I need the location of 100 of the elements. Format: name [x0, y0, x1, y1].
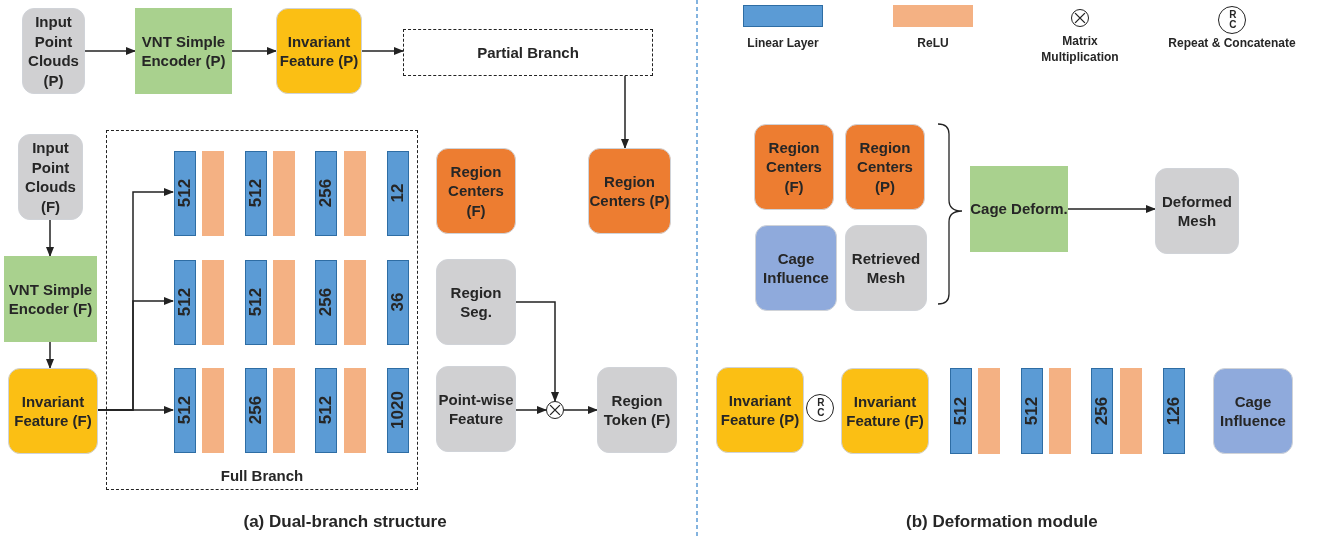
node-label: Invariant Feature (F) — [845, 391, 925, 431]
linear-layer-bar — [245, 151, 267, 236]
layer-size-label: 36 — [386, 293, 408, 312]
encoder-box — [4, 256, 97, 342]
relu-layer-bar — [202, 151, 224, 236]
arrow — [1067, 205, 1156, 213]
layer-size-label: 1020 — [386, 391, 408, 430]
layer-size-label: 512 — [173, 396, 195, 425]
layer-size-label: 512 — [314, 396, 336, 425]
relu-layer-bar — [273, 260, 295, 345]
layer-size-label: 256 — [1090, 396, 1112, 426]
relu-layer-bar — [273, 368, 295, 453]
arrow — [515, 301, 559, 402]
process-box — [588, 148, 671, 234]
relu-layer-bar — [273, 151, 295, 236]
linear-layer-bar — [174, 260, 196, 345]
arrow — [97, 406, 174, 414]
arrow — [563, 406, 598, 414]
layer-size-label: 126 — [1162, 396, 1184, 426]
node-label: Retrieved Mesh — [850, 248, 922, 288]
linear-layer-bar — [387, 151, 409, 236]
relu-layer-bar — [1120, 368, 1142, 454]
process-box — [18, 134, 83, 220]
node-label: Input Point Clouds (P) — [27, 12, 80, 90]
linear-layer-bar — [950, 368, 972, 454]
process-box — [8, 368, 98, 454]
node-label: Partial Branch — [477, 42, 579, 63]
linear-layer-bar — [387, 368, 409, 453]
node-label: Deformed Mesh — [1161, 191, 1233, 231]
relu-layer-bar — [202, 260, 224, 345]
node-label: Cage Deform. — [970, 199, 1068, 219]
process-box — [436, 259, 516, 345]
linear-layer-bar — [1021, 368, 1043, 454]
process-box — [276, 8, 362, 94]
node-label: Region Centers (F) — [447, 161, 505, 221]
linear-layer-bar — [174, 368, 196, 453]
linear-layer-bar — [315, 368, 337, 453]
arrow — [84, 47, 136, 55]
layer-size-label: 512 — [244, 288, 266, 317]
node-label: Full Branch — [220, 465, 304, 485]
linear-layer-bar — [174, 151, 196, 236]
process-box — [754, 124, 834, 210]
arrow — [46, 341, 54, 369]
layer-size-label: 512 — [173, 179, 195, 208]
relu-layer-bar — [344, 260, 366, 345]
node-label: Invariant Feature (P) — [278, 31, 360, 71]
arrow — [231, 47, 277, 55]
linear-layer-bar — [1091, 368, 1113, 454]
node-label: VNT Simple Encoder (F) — [7, 279, 94, 319]
node-label: Region Seg. — [449, 282, 503, 322]
relu-layer-bar — [1049, 368, 1071, 454]
node-label: Point-wise Feature — [437, 389, 515, 429]
branch-group — [403, 29, 653, 76]
linear-layer-bar — [315, 260, 337, 345]
layer-size-label: 512 — [173, 288, 195, 317]
process-box — [845, 225, 927, 311]
node-label: Region Centers (F) — [765, 137, 823, 197]
node-label: Region Centers (P) — [856, 137, 914, 197]
encoder-box — [970, 166, 1068, 252]
relu-layer-bar — [344, 368, 366, 453]
caption: (a) Dual-branch structure — [243, 512, 447, 532]
node-label: Cage Influence — [1219, 391, 1287, 431]
process-box — [845, 124, 925, 210]
linear-layer-bar — [387, 260, 409, 345]
arrow — [361, 47, 404, 55]
process-box — [436, 366, 516, 452]
arrow — [46, 219, 54, 257]
node-label: Invariant Feature (F) — [13, 391, 93, 431]
encoder-box — [135, 8, 232, 94]
node-label: Cage Influence — [762, 248, 830, 288]
relu-layer-bar — [344, 151, 366, 236]
layer-size-label: 512 — [244, 179, 266, 208]
process-box — [436, 148, 516, 234]
layer-size-label: 512 — [949, 396, 971, 426]
node-label: Input Point Clouds (F) — [24, 138, 77, 216]
layer-size-label: 256 — [314, 288, 336, 317]
branch-group — [106, 130, 418, 490]
process-box — [755, 225, 837, 311]
linear-layer-bar — [1163, 368, 1185, 454]
arrow — [621, 75, 629, 149]
layer-size-label: 256 — [244, 396, 266, 425]
layer-size-label: 12 — [386, 184, 408, 203]
node-label: VNT Simple Encoder (P) — [140, 31, 227, 71]
layer-size-label: 256 — [314, 179, 336, 208]
legend-label: Matrix Multiplication — [1040, 34, 1120, 66]
layer-size-label: 512 — [1020, 396, 1042, 426]
process-box — [1155, 168, 1239, 254]
process-box — [597, 367, 677, 453]
process-box — [1213, 368, 1293, 454]
linear-layer-bar — [245, 260, 267, 345]
node-label: Region Centers (P) — [589, 171, 670, 211]
arrow — [515, 406, 547, 414]
linear-layer-bar — [315, 151, 337, 236]
relu-layer-bar — [978, 368, 1000, 454]
relu-layer-bar — [202, 368, 224, 453]
linear-layer-bar — [245, 368, 267, 453]
legend-label: Repeat & Concatenate — [1167, 36, 1297, 52]
process-box — [716, 367, 804, 453]
process-box — [841, 368, 929, 454]
node-label: Region Token (F) — [602, 390, 672, 430]
